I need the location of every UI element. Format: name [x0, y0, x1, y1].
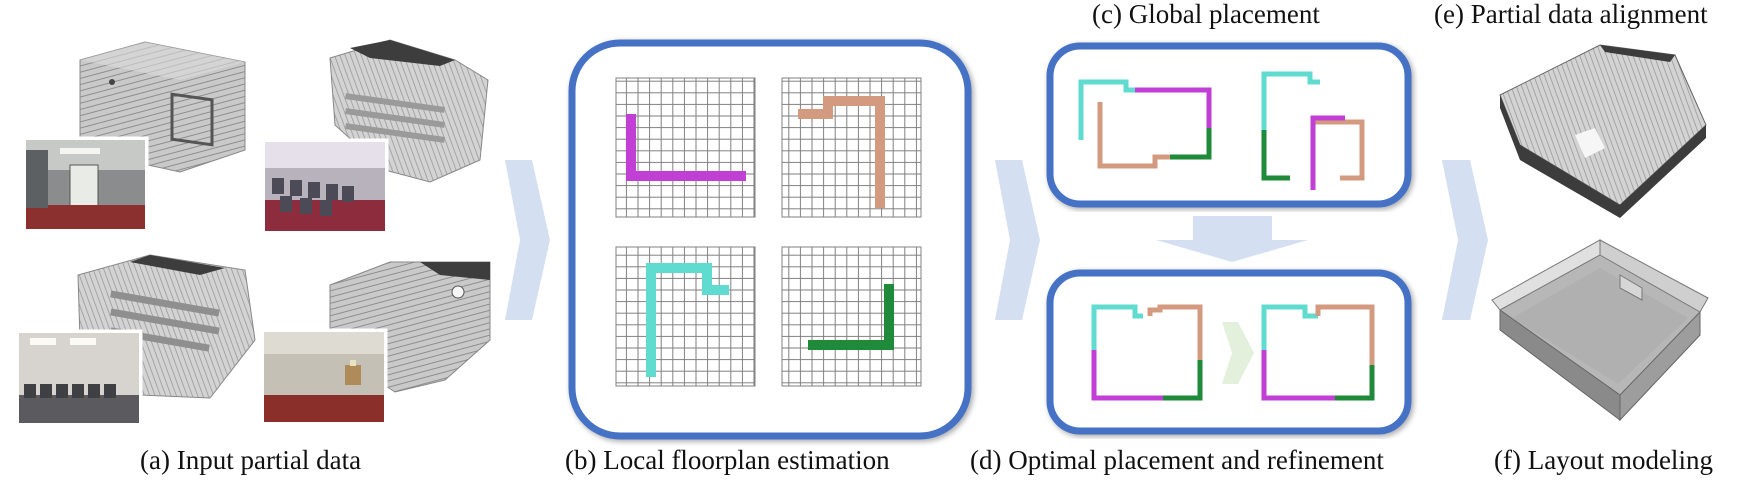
caption-optimal-placement-refinement: (d) Optimal placement and refinement: [970, 445, 1384, 475]
flow-arrow-1: [505, 160, 550, 320]
optimal-placement-layout-before: [1091, 304, 1203, 401]
down-arrow: [1156, 216, 1308, 262]
flow-arrow-2: [995, 160, 1040, 320]
photo-room-4: [260, 328, 388, 426]
caption-input-partial-data: (a) Input partial data: [140, 445, 362, 475]
input-partial-data-group: [15, 39, 491, 427]
layout-model-3d: [1491, 239, 1709, 422]
aligned-scan-mesh: [1499, 44, 1707, 218]
global-placement-layout-1: [1078, 79, 1212, 169]
caption-partial-data-alignment: (e) Partial data alignment: [1434, 0, 1708, 29]
grid-magenta: [615, 77, 756, 218]
caption-global-placement: (c) Global placement: [1092, 0, 1320, 29]
refine-arrow: [1222, 322, 1254, 384]
flow-arrow-3: [1442, 160, 1488, 320]
grid-tan: [781, 77, 922, 218]
photo-room-1: [22, 136, 149, 233]
photo-room-2: [261, 138, 389, 235]
optimal-placement-panel: [1046, 269, 1412, 435]
global-placement-layout-2: [1261, 71, 1365, 190]
optimal-placement-layout-after: [1261, 304, 1375, 401]
caption-local-floorplan-estimation: (b) Local floorplan estimation: [565, 445, 890, 475]
photo-room-3: [15, 329, 143, 427]
grid-green: [781, 246, 922, 387]
grid-cyan: [615, 246, 756, 387]
caption-layout-modeling: (f) Layout modeling: [1494, 445, 1713, 475]
